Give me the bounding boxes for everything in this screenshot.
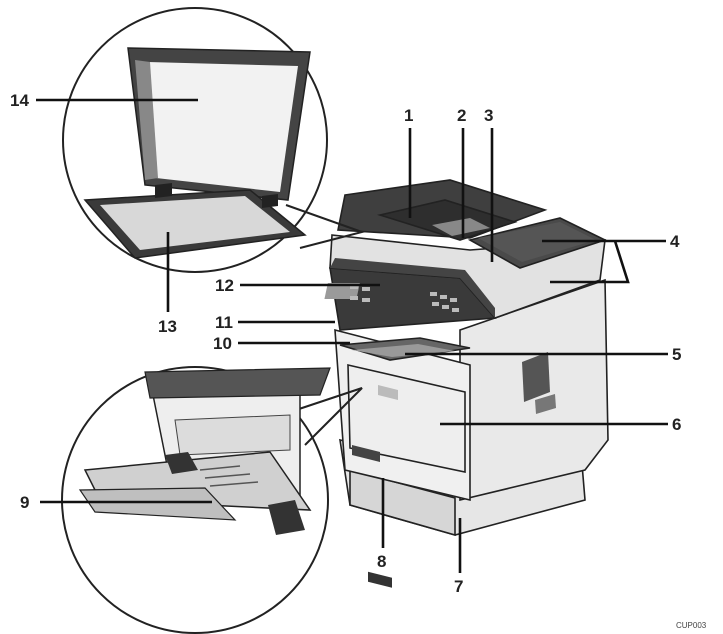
- hinge-left: [155, 183, 172, 198]
- magnifier-connector-top: [285, 204, 366, 249]
- magnifier-connector-bottom: [295, 387, 363, 446]
- lid-pad: [148, 62, 298, 192]
- magnifier-exposure-glass: [62, 7, 366, 273]
- adf-input-tray: [432, 218, 490, 236]
- callout-2: 2: [457, 106, 466, 125]
- tray-slots: [199, 465, 259, 487]
- scanner-unit-front: [330, 258, 495, 318]
- callout-12: 12: [215, 276, 234, 295]
- side-latch: [535, 394, 556, 414]
- callout-3: 3: [484, 106, 493, 125]
- callout-7: 7: [454, 577, 463, 596]
- callout-14: 14: [10, 91, 29, 110]
- corner-code: CUP003: [676, 621, 707, 630]
- output-tray-surface: [352, 344, 455, 357]
- callout-4: 4: [670, 232, 680, 251]
- front-cover-notch: [378, 385, 398, 400]
- bypass-upper-frame: [144, 367, 331, 399]
- upper-tray-slot: [352, 445, 380, 462]
- callout-6: 6: [672, 415, 681, 434]
- callout-labels: 1 2 3 4 5 6 7 8 9 10 11 12 13 14: [10, 91, 681, 596]
- callout-8: 8: [377, 552, 386, 571]
- leader-4: [542, 239, 666, 284]
- lower-tray-handle: [368, 571, 392, 588]
- lid-hinge-strip: [135, 60, 158, 180]
- callout-13: 13: [158, 317, 177, 336]
- paper-guide-right: [268, 500, 305, 535]
- magnifier-bypass-tray: [61, 366, 363, 634]
- bypass-tray-extension: [78, 487, 237, 521]
- callout-5: 5: [672, 345, 681, 364]
- adf-tray: [376, 199, 518, 241]
- paper-guide-left: [165, 452, 198, 474]
- callout-11: 11: [215, 313, 233, 332]
- cover-top: [478, 222, 596, 262]
- exposure-glass: [100, 196, 290, 250]
- front-cover: [347, 363, 466, 473]
- callout-10: 10: [213, 334, 232, 353]
- bypass-opening: [174, 414, 291, 456]
- panel-buttons: [350, 285, 459, 312]
- side-vent: [522, 352, 550, 402]
- hinge-right: [262, 194, 278, 208]
- leader-lines: [36, 98, 668, 573]
- callout-1: 1: [404, 106, 413, 125]
- callout-9: 9: [20, 493, 29, 512]
